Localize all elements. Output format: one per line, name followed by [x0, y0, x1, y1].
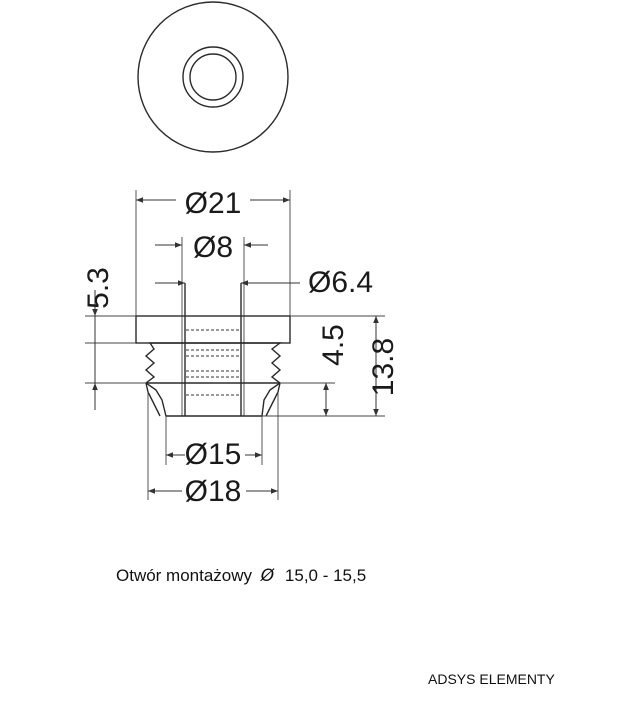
dim-label-cap-height: 5.3	[82, 267, 115, 309]
dimension-lines	[92, 197, 379, 494]
dim-label-flange-diameter: Ø18	[185, 475, 242, 508]
extension-lines	[85, 190, 385, 500]
dim-label-base-diameter: Ø15	[185, 438, 242, 471]
hidden-lines	[186, 329, 240, 396]
dim-label-total-height: 13.8	[367, 338, 400, 396]
dim-label-outer-diameter: Ø21	[185, 187, 242, 220]
dim-label-bore-diameter: Ø6.4	[308, 266, 373, 299]
dim-label-inner-diameter: Ø8	[193, 231, 233, 264]
caption-value: 15,0 - 15,5	[284, 566, 367, 585]
top-view	[137, 1, 289, 153]
top-view-outer-circle	[137, 1, 289, 153]
mounting-hole-caption: Otwór montażowy Ø 15,0 - 15,5	[116, 566, 366, 586]
caption-label: Otwór montażowy	[116, 566, 253, 585]
top-view-inner-circle	[189, 53, 237, 101]
rib-outline	[144, 342, 283, 417]
top-view-middle-circle	[182, 46, 244, 108]
diameter-symbol: Ø	[260, 566, 275, 586]
dim-label-rib-height: 4.5	[317, 324, 350, 366]
brand-label: ADSYS ELEMENTY	[428, 671, 555, 687]
